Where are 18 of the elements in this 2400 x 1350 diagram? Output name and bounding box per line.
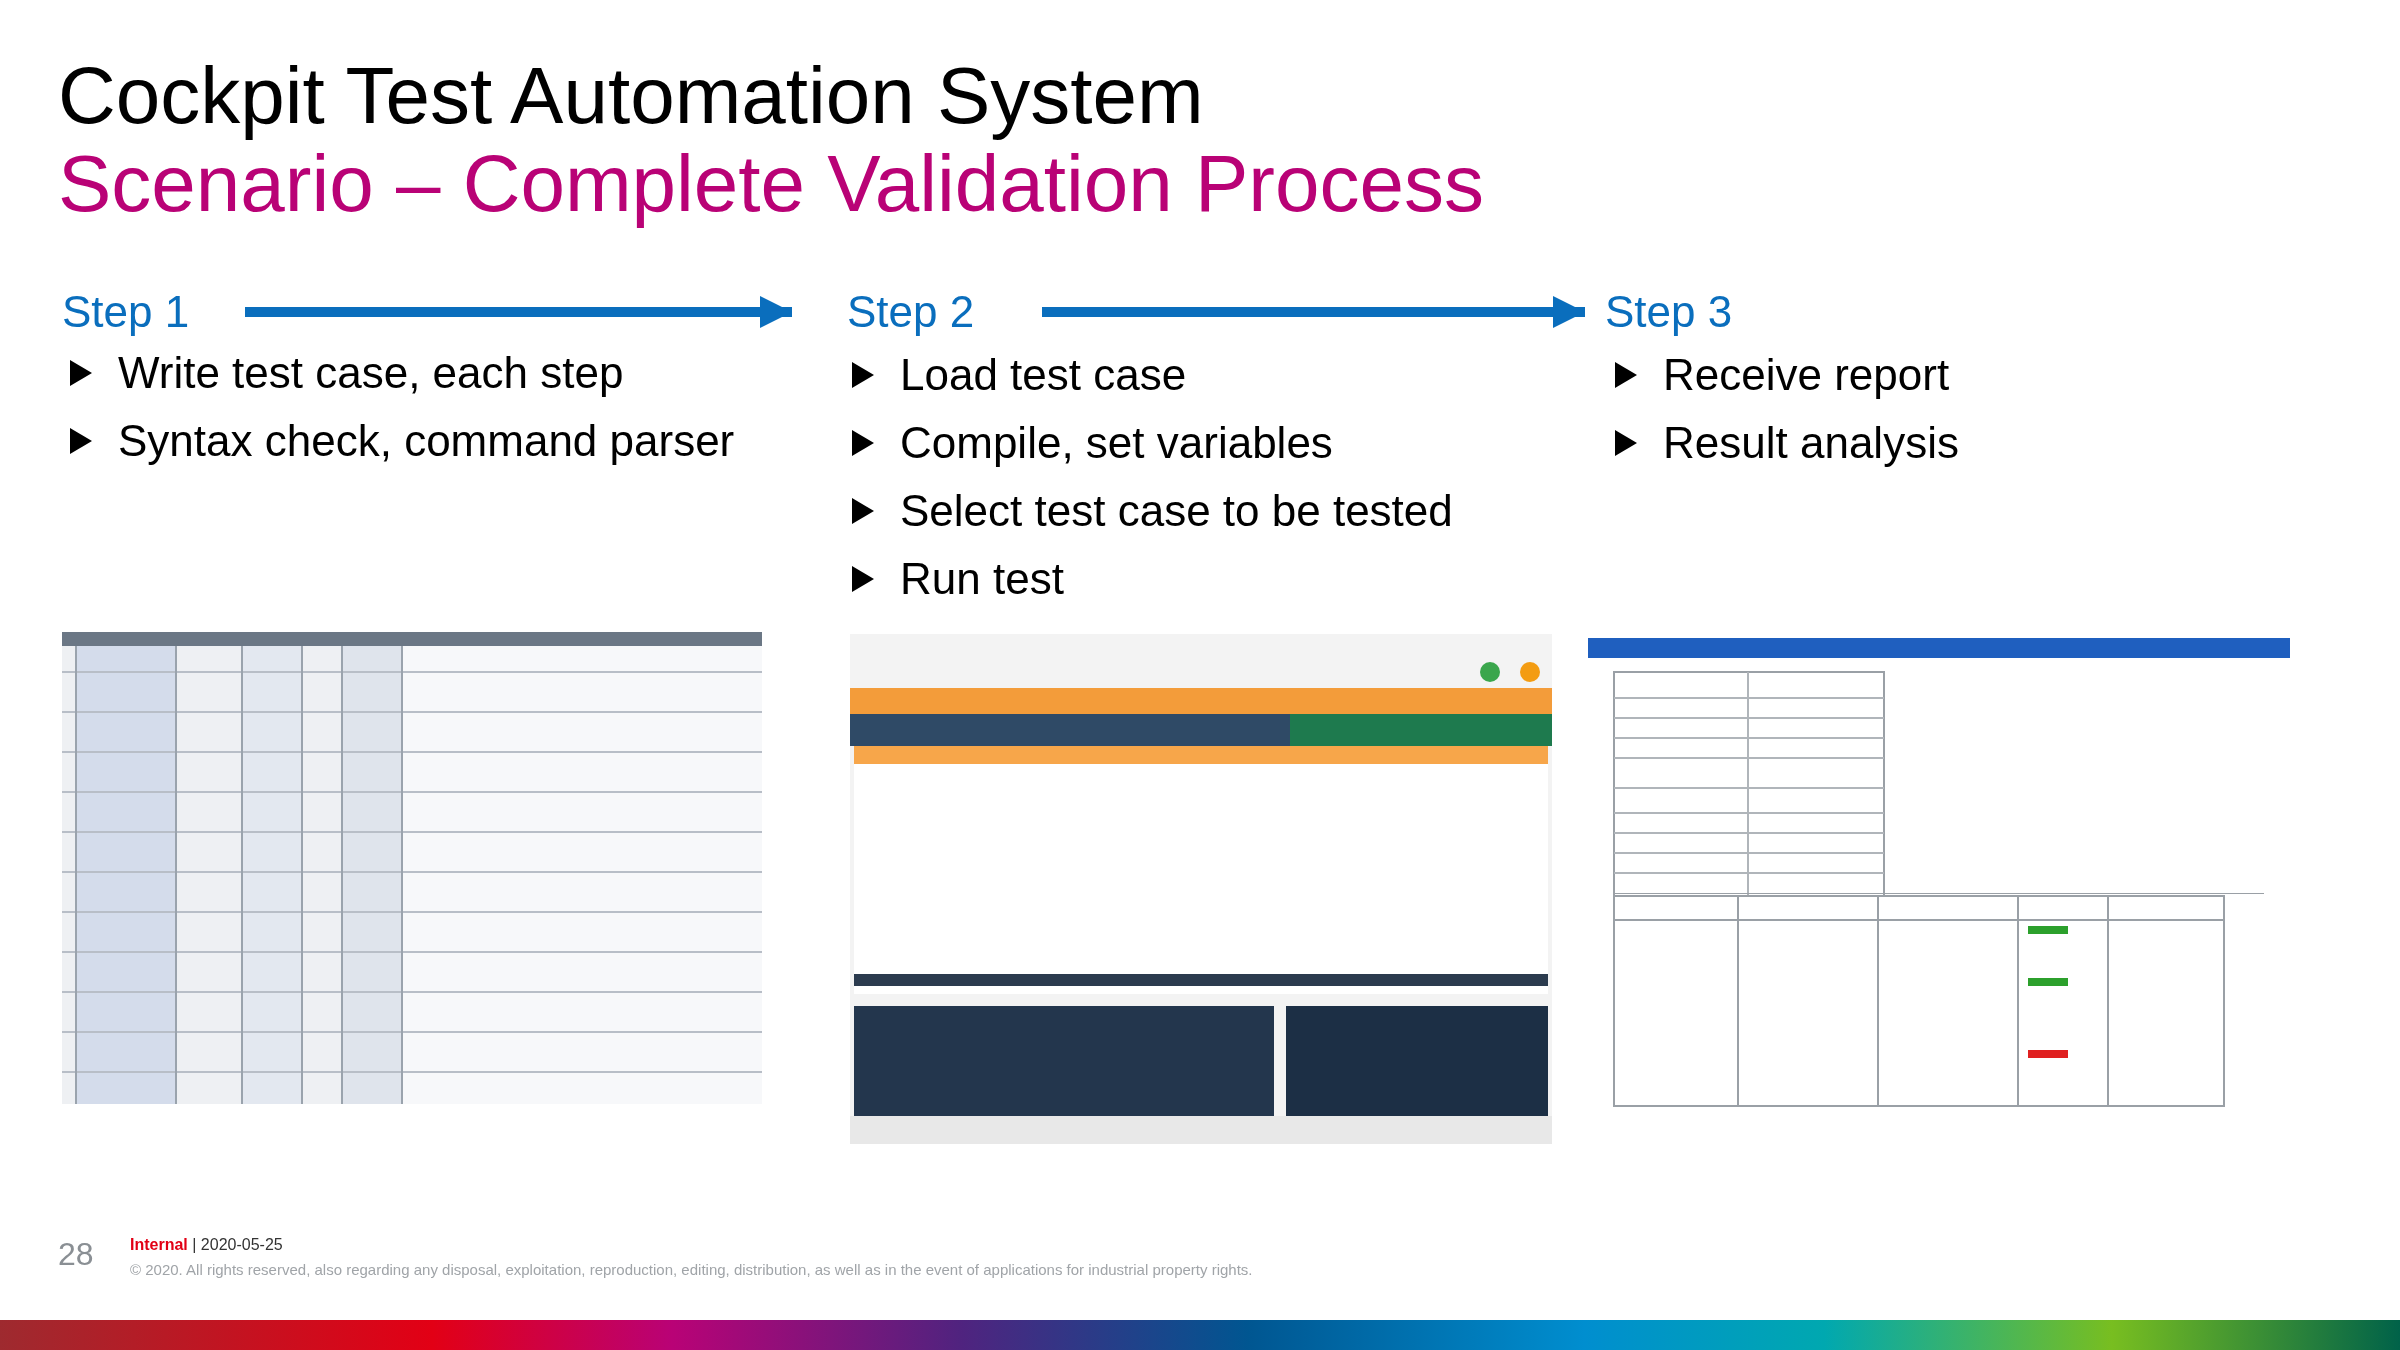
footer-text: Internal | 2020-05-25: [130, 1236, 283, 1254]
subtitle: Scenario – Complete Validation Process: [58, 139, 1484, 230]
bullet-text: Result analysis: [1663, 420, 1959, 466]
bullet-text: Syntax check, command parser: [118, 418, 735, 464]
bullet-text: Compile, set variables: [900, 420, 1333, 466]
step-heading: Step 1: [62, 287, 190, 337]
arrow: [245, 296, 792, 328]
title: Cockpit Test Automation System: [58, 50, 1204, 142]
bullet-text: Select test case to be tested: [900, 488, 1453, 534]
bullet-text: Write test case, each step: [118, 350, 624, 396]
copyright-text: © 2020. All rights reserved, also regarding any disposal, exploitation, reproduction, editing, distribution, as well as in the event of applications for industrial property rights.: [130, 1261, 1253, 1278]
step-heading: Step 3: [1605, 287, 1733, 337]
arrow: [1042, 296, 1585, 328]
page-number: 28: [58, 1236, 94, 1273]
bullet-text: Load test case: [900, 352, 1187, 398]
step-heading: Step 2: [847, 287, 975, 337]
bullet-text: Receive report: [1663, 352, 1950, 398]
bullet-text: Run test: [900, 556, 1064, 602]
